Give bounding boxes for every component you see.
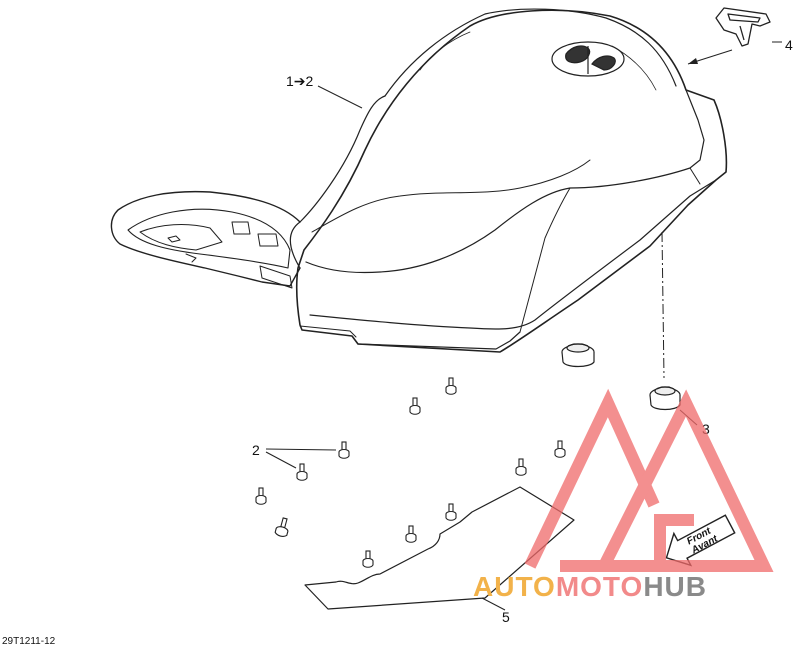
callout-bolt-nut: 3 [702, 421, 710, 437]
callout-studs: 2 [252, 442, 260, 458]
watermark-part3: HUB [643, 571, 707, 602]
automotohub-logo-icon [524, 388, 774, 572]
stud-fastener [338, 441, 350, 459]
pad-leader-line [481, 597, 506, 611]
svg-text:AUTOMOTOHUB: AUTOMOTOHUB [473, 571, 707, 602]
grommet-left [561, 343, 595, 368]
alignment-centerline [661, 231, 665, 379]
brand-emblem-icon [551, 41, 625, 77]
callout-pad: 5 [502, 609, 510, 625]
stud-fastener [362, 550, 374, 568]
stud-leader-lines [265, 448, 337, 469]
seat-foam-pad [304, 486, 575, 610]
watermark-part1: AUTO [473, 571, 556, 602]
seat-latch-clip [715, 7, 771, 47]
watermark-part2: MOTO [556, 571, 643, 602]
stud-fastener [274, 517, 289, 537]
stud-fastener [255, 487, 267, 505]
callout-seat: 1➔2 [286, 73, 314, 89]
stud-fastener [409, 397, 421, 415]
grommet-right [649, 386, 681, 411]
stud-fastener [445, 503, 457, 521]
seat-leader-line [317, 85, 363, 109]
stud-fastener [515, 458, 527, 476]
stud-fastener [296, 463, 308, 481]
watermark-wordmark: AUTOMOTOHUB [473, 571, 707, 602]
stud-fasteners [255, 377, 566, 568]
drawing-code: 29T1211-12 [2, 636, 56, 647]
stud-fastener [405, 525, 417, 543]
seat-assembly [110, 8, 728, 353]
latch-arrow-head [688, 58, 698, 64]
stud-fastener [554, 440, 566, 458]
stud-fastener [445, 377, 457, 395]
callout-latch: 4 [785, 37, 793, 53]
